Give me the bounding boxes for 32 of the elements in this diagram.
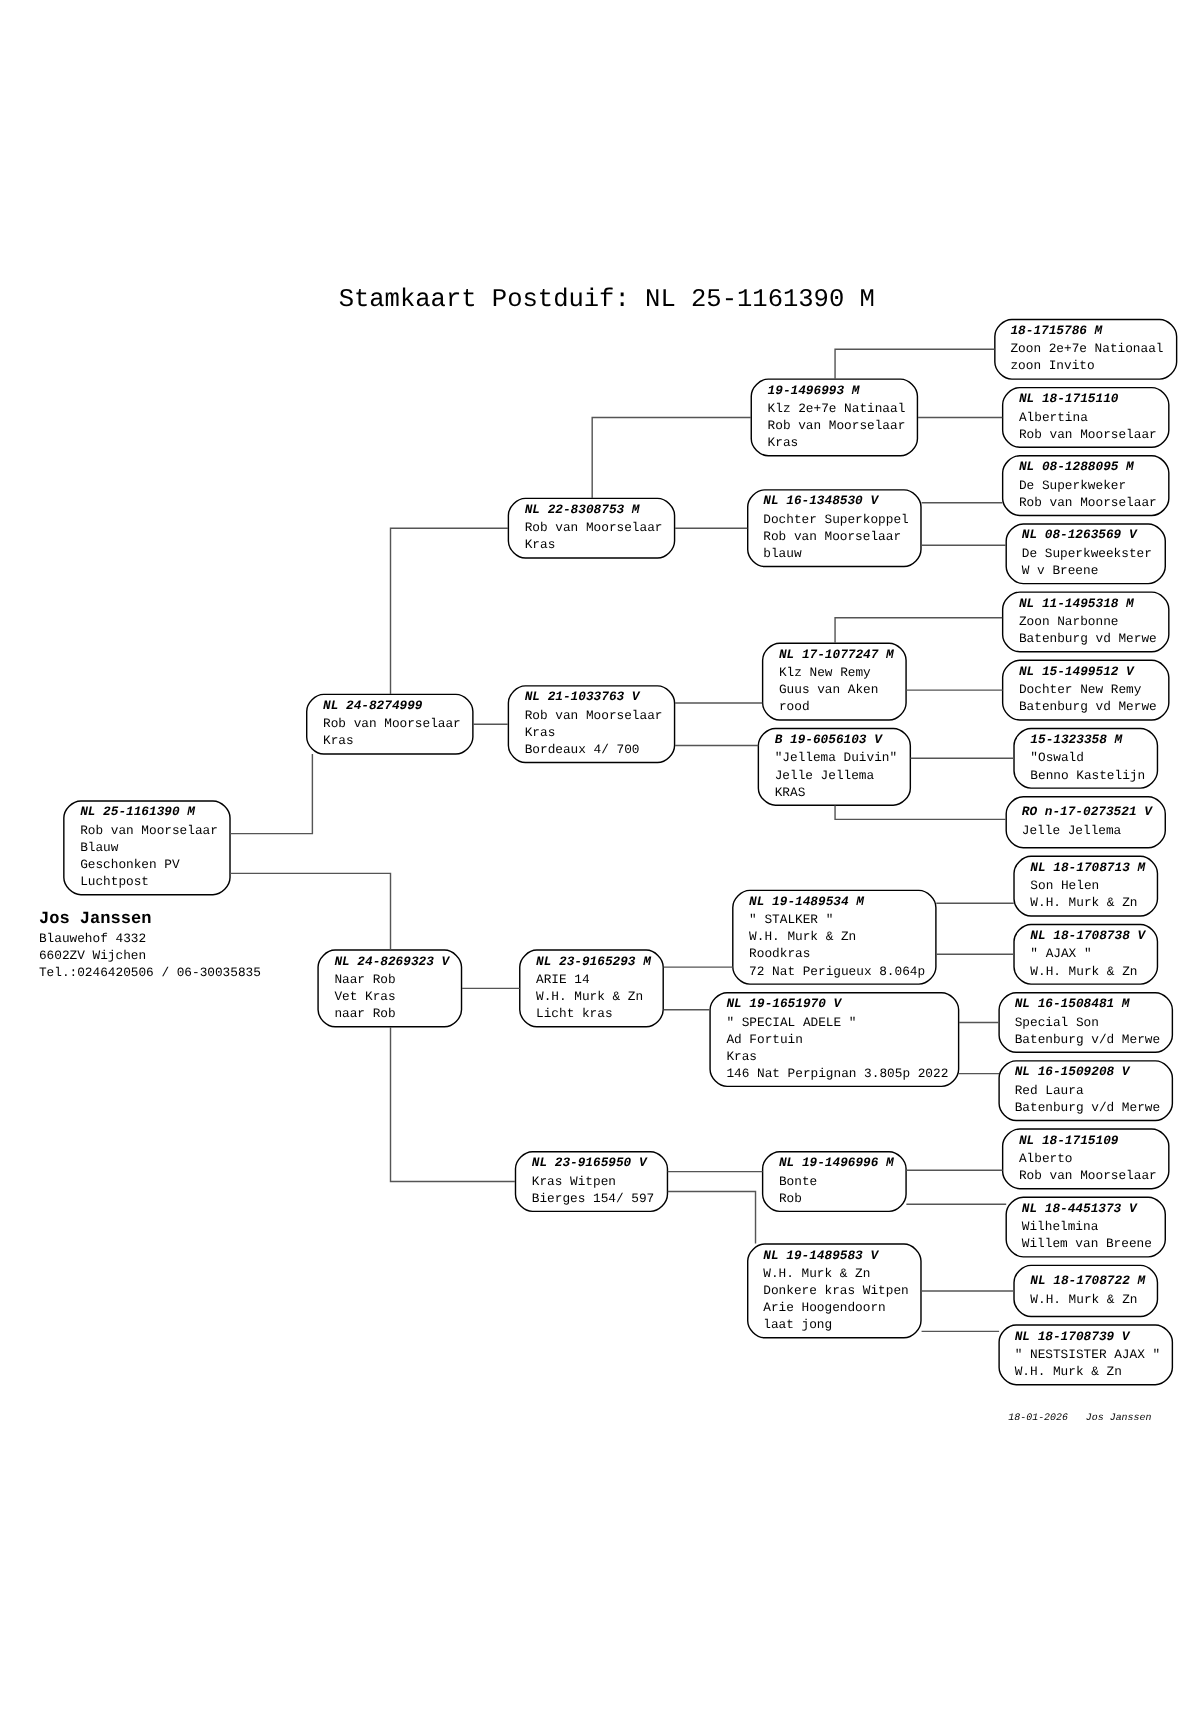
connector bbox=[229, 871, 392, 950]
connector bbox=[674, 701, 764, 703]
connector bbox=[461, 986, 521, 989]
connector bbox=[909, 756, 1015, 759]
connector bbox=[834, 803, 1007, 820]
connector bbox=[935, 901, 1015, 903]
connector bbox=[674, 743, 760, 746]
connector bbox=[834, 347, 996, 379]
connector bbox=[920, 1329, 1000, 1332]
connector bbox=[229, 752, 314, 834]
connector bbox=[920, 543, 1007, 545]
connector bbox=[666, 1169, 764, 1172]
connector bbox=[472, 722, 509, 724]
connector bbox=[591, 415, 752, 498]
diagram-title: Stamkaart Postduif: NL 25-1161390 M bbox=[338, 282, 875, 313]
connector bbox=[905, 1168, 1004, 1170]
connector bbox=[905, 1202, 1007, 1204]
connector bbox=[958, 1071, 1000, 1074]
connector bbox=[834, 616, 1003, 643]
connector bbox=[663, 965, 734, 967]
connector bbox=[917, 415, 1004, 418]
connector bbox=[663, 1008, 711, 1010]
connector bbox=[958, 1020, 1000, 1023]
connector bbox=[920, 500, 1004, 503]
connector bbox=[935, 952, 1015, 955]
connector bbox=[674, 526, 748, 528]
connector bbox=[389, 1025, 516, 1182]
label: Jos Janssen bbox=[38, 907, 152, 928]
connector bbox=[905, 688, 1004, 690]
connector bbox=[389, 526, 509, 694]
connector bbox=[667, 1189, 757, 1244]
connector bbox=[920, 1289, 1015, 1291]
